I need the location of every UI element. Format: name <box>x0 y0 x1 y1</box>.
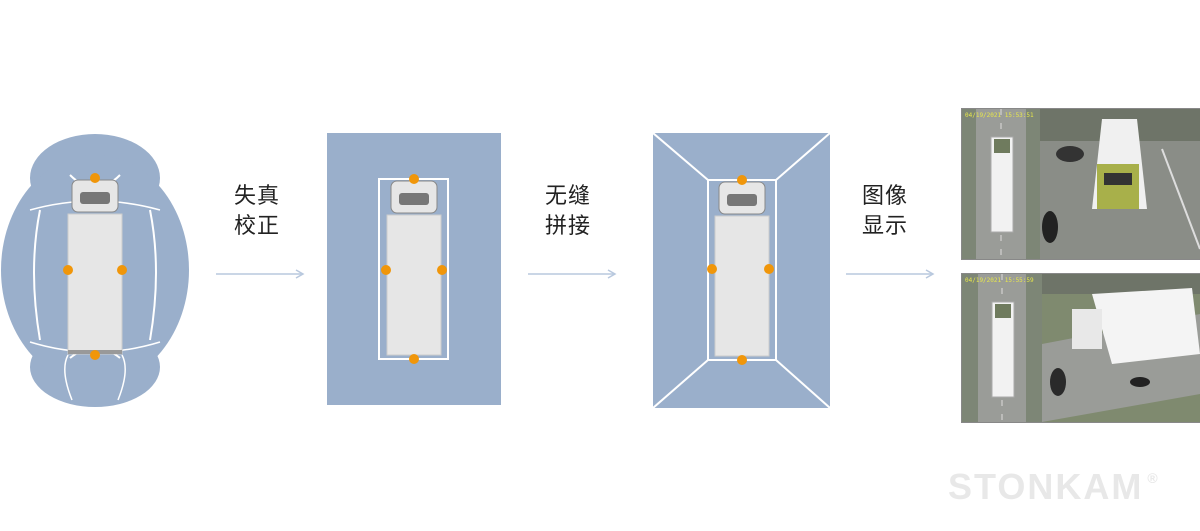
timestamp: 04/19/2021 15:53:51 <box>965 112 1034 119</box>
step-label-image-display: 图像 显示 <box>861 184 908 239</box>
camera-marker-right <box>437 265 447 275</box>
display-screenshot-top: 04/19/2021 15:53:51 <box>961 108 1200 260</box>
camera-marker-left <box>381 265 391 275</box>
stitched-view-diagram <box>653 133 830 408</box>
corrected-view-diagram <box>327 133 501 405</box>
camera-marker-front <box>90 173 100 183</box>
camera-marker-front <box>409 174 419 184</box>
camera-marker-right <box>117 265 127 275</box>
truck-top-view <box>386 180 442 356</box>
step-label-distortion-correction: 失真 校正 <box>233 184 280 239</box>
arrow-right-icon <box>846 269 935 279</box>
brand-watermark: STONKAM® <box>948 466 1160 507</box>
camera-marker-rear <box>90 350 100 360</box>
camera-marker-right <box>764 264 774 274</box>
surround-view-image <box>962 109 1200 259</box>
camera-marker-left <box>63 265 73 275</box>
camera-marker-rear <box>409 354 419 364</box>
camera-marker-left <box>707 264 717 274</box>
camera-coverage-diagram <box>1 134 189 407</box>
arrow-right-icon <box>528 269 617 279</box>
camera-marker-rear <box>737 355 747 365</box>
arrow-right-icon <box>216 269 305 279</box>
surround-view-image <box>962 274 1200 422</box>
display-screenshot-bottom: 04/19/2021 15:55:59 <box>961 273 1200 423</box>
truck-top-view <box>714 181 770 357</box>
camera-marker-front <box>737 175 747 185</box>
timestamp: 04/19/2021 15:55:59 <box>965 277 1034 284</box>
step-label-seamless-stitching: 无缝 拼接 <box>544 184 591 239</box>
truck-top-view <box>67 179 123 355</box>
